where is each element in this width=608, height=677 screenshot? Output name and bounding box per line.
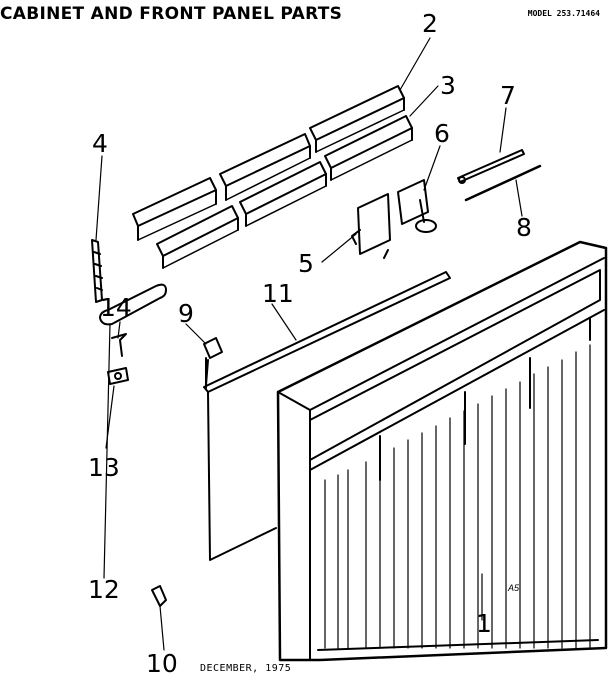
part-screw (111, 333, 127, 357)
leader-lines (95, 37, 523, 651)
callout-6: 6 (434, 119, 450, 148)
callout-1: 1 (476, 609, 492, 638)
callout-11: 11 (262, 279, 294, 308)
callout-12: 12 (88, 575, 120, 604)
model-number: MODEL 253.71464 (527, 9, 600, 18)
callout-3: 3 (440, 71, 456, 100)
callout-13: 13 (88, 453, 120, 482)
part-rod-8 (464, 164, 542, 202)
part-clip (203, 337, 223, 359)
callout-2: 2 (422, 9, 438, 38)
diagram-title: CABINET AND FRONT PANEL PARTS (0, 4, 343, 24)
part-clip-10 (151, 585, 167, 607)
part-bracket-5 (351, 193, 391, 259)
part-side-trim (91, 239, 103, 303)
part-bushing (107, 367, 129, 385)
part-front-cabinet (276, 240, 608, 662)
part-gasket-loop (99, 283, 167, 326)
part-bracket-6 (397, 179, 437, 233)
part-louver-strips-lower (156, 115, 413, 269)
callout-4: 4 (92, 129, 108, 158)
diagram-code: A5 (508, 583, 520, 593)
callout-10: 10 (146, 649, 178, 677)
callout-8: 8 (516, 213, 532, 242)
callout-7: 7 (500, 81, 516, 110)
diagram-date: DECEMBER, 1975 (200, 663, 292, 674)
callout-14: 14 (100, 293, 132, 322)
part-louver-strips-upper (132, 85, 405, 241)
part-filter-panel (203, 271, 451, 561)
part-rod-7 (457, 149, 525, 184)
callout-9: 9 (178, 299, 194, 328)
callout-5: 5 (298, 249, 314, 278)
